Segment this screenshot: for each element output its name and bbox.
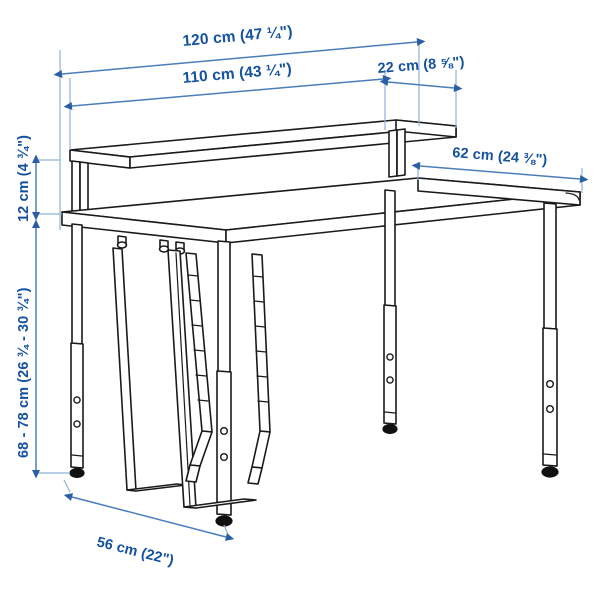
product-illustration bbox=[61, 119, 581, 527]
desk-leg-front-right bbox=[541, 202, 559, 478]
desk-top bbox=[61, 177, 581, 244]
dimension-shelf-overhang: 22 cm (8 ⅝") bbox=[377, 54, 465, 92]
dimension-shelf-clearance: 12 cm (4 ¾") bbox=[16, 135, 40, 222]
shelf-support-right bbox=[388, 128, 406, 178]
shelf-support-left bbox=[71, 160, 89, 214]
desk-width-label: 110 cm (43 ¼") bbox=[182, 60, 293, 86]
dimension-desk-depth: 62 cm (24 ⅜") bbox=[411, 145, 589, 183]
dimension-annotations: 120 cm (47 ¼") 110 cm (43 ¼") 22 cm (8 ⅝… bbox=[16, 23, 589, 569]
dimension-adjustable-height: 68 - 78 cm (26 ¾ - 30 ¾") bbox=[16, 219, 40, 479]
dimension-desk-width: 110 cm (43 ¼") bbox=[63, 60, 392, 110]
desk-leg-front-left bbox=[215, 240, 233, 527]
desk-leg-rear-right bbox=[382, 189, 398, 435]
desk-depth-label: 62 cm (24 ⅜") bbox=[452, 145, 548, 169]
leg-span-label: 56 cm (22") bbox=[95, 534, 175, 569]
adjustable-height-label: 68 - 78 cm (26 ¾ - 30 ¾") bbox=[16, 287, 32, 458]
shelf-clearance-label: 12 cm (4 ¾") bbox=[16, 135, 32, 222]
desk-leg-rear-left bbox=[69, 223, 85, 479]
overall-width-label: 120 cm (47 ¼") bbox=[182, 23, 294, 50]
cable-management-hooks bbox=[112, 235, 187, 492]
shelf-board bbox=[69, 119, 457, 169]
shelf-overhang-label: 22 cm (8 ⅝") bbox=[377, 54, 465, 77]
